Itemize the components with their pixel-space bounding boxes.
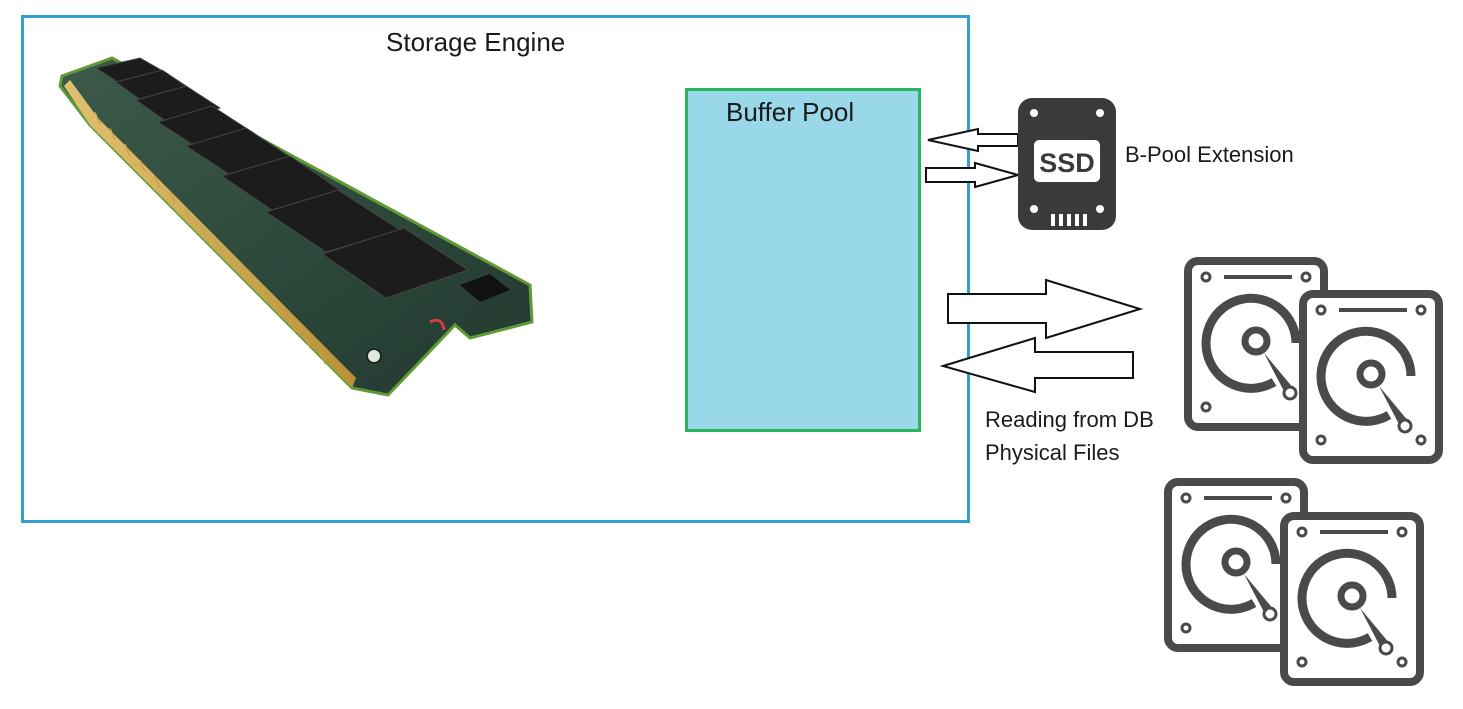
storage-engine-label: Storage Engine bbox=[386, 27, 566, 57]
arrow-ssd-to-bufferpool bbox=[927, 127, 1019, 153]
ssd-icon-text: SSD bbox=[1039, 148, 1095, 178]
buffer-pool-box bbox=[685, 88, 921, 432]
hard-disk-icon bbox=[1284, 516, 1420, 682]
ssd-label: B-Pool Extension bbox=[1125, 142, 1294, 167]
reading-label-line2: Physical Files bbox=[985, 440, 1120, 465]
arrow-bufferpool-to-disks bbox=[947, 278, 1144, 340]
buffer-pool-label: Buffer Pool bbox=[726, 97, 855, 127]
reading-label-line1: Reading from DB bbox=[985, 407, 1154, 432]
arrow-bufferpool-to-ssd bbox=[925, 161, 1022, 189]
reading-from-db-label: Reading from DB Physical Files bbox=[985, 403, 1154, 469]
storage-engine-box bbox=[21, 15, 970, 523]
hard-disk-icon bbox=[1303, 294, 1439, 460]
arrow-disks-to-bufferpool bbox=[939, 336, 1134, 394]
